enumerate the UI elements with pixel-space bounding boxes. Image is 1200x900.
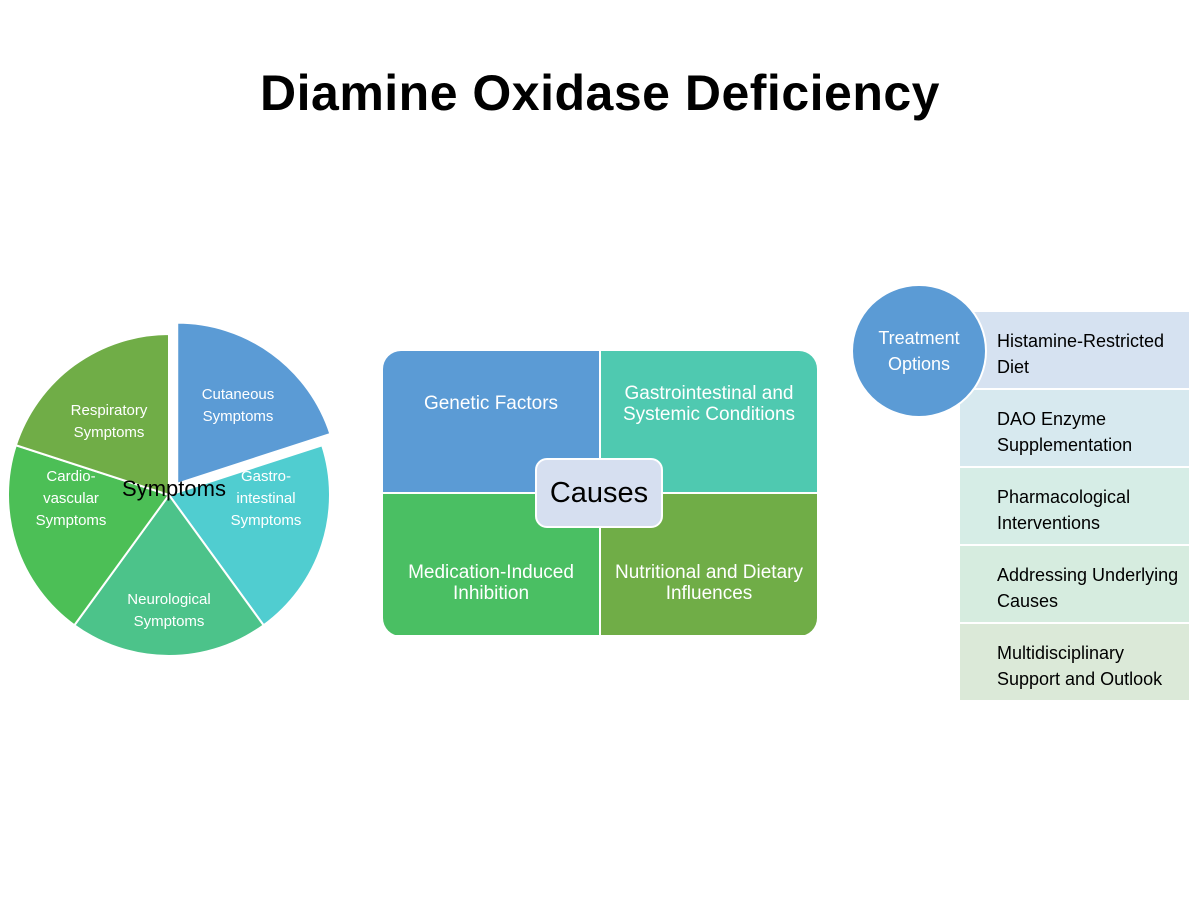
- pie-slice-respiratory-symptoms: [14, 332, 170, 497]
- cause-genetic-factors: Genetic Factors: [383, 351, 599, 492]
- treatment-options-circle: Treatment Options: [851, 284, 987, 418]
- page-title: Diamine Oxidase Deficiency: [260, 65, 940, 121]
- pie-slice-cardio-vascular: [7, 443, 171, 627]
- treatment-item-pharmacological: Pharmacological Interventions: [960, 468, 1189, 544]
- pie-slice-neurological-symptoms: [72, 493, 266, 657]
- pie-slice-cutaneous-symptoms: [176, 321, 332, 486]
- causes-center-label: Causes: [535, 458, 663, 528]
- treatment-list: Histamine-Restricted Diet DAO Enzyme Sup…: [960, 312, 1189, 702]
- symptoms-center-label: Symptoms: [122, 476, 226, 501]
- treatment-item-multidisciplinary: Multidisciplinary Support and Outlook: [960, 624, 1189, 700]
- treatment-item-dao-supplementation: DAO Enzyme Supplementation: [960, 390, 1189, 466]
- pie-slice-gastro-intestinal: [167, 443, 331, 627]
- treatment-item-underlying-causes: Addressing Underlying Causes: [960, 546, 1189, 622]
- cause-gastrointestinal-conditions: Gastrointestinal and Systemic Conditions: [601, 351, 817, 492]
- treatment-item-diet: Histamine-Restricted Diet: [960, 312, 1189, 388]
